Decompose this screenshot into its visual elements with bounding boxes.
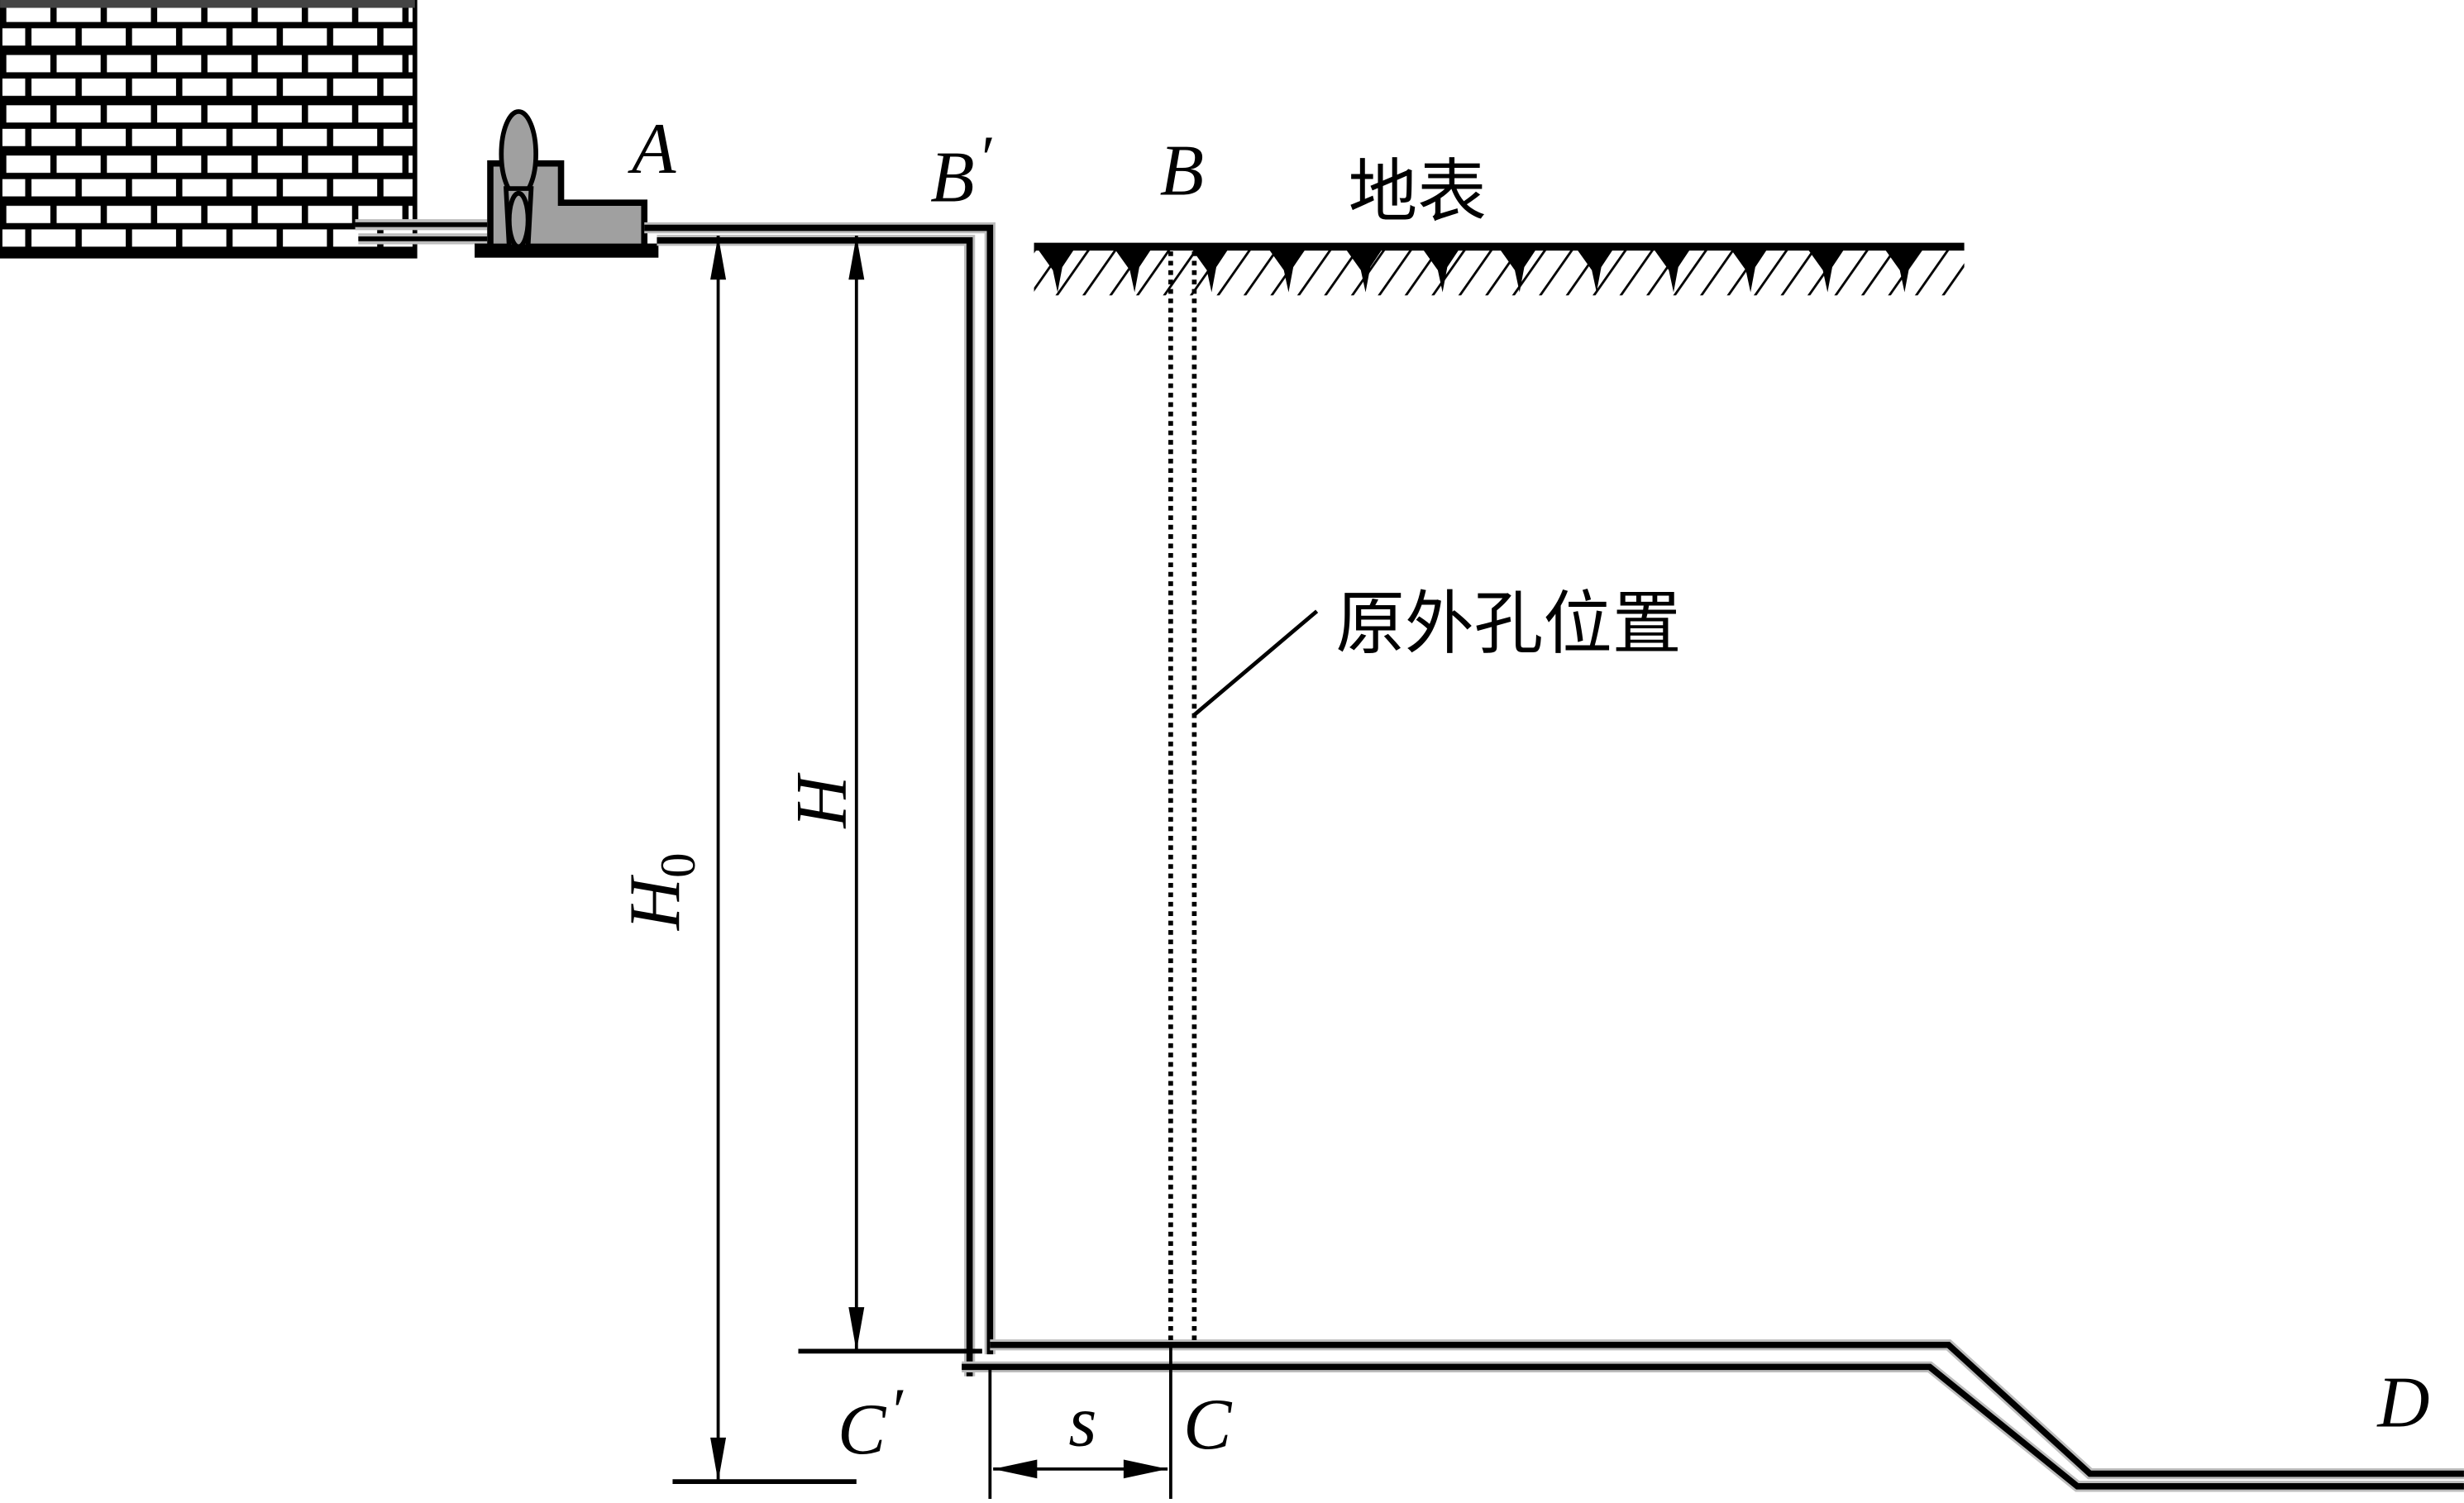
label-A: A [628, 108, 676, 188]
brick-wall [0, 0, 418, 259]
label-B: B [1160, 131, 1204, 211]
grass-tuft-icon [1421, 248, 1460, 293]
dimension-H0 [672, 236, 857, 1484]
label-original-hole-position: 原外孔位置 [1335, 583, 1681, 664]
grass-tuft-icon [1653, 248, 1691, 293]
grass-tufts [1037, 248, 1922, 293]
label-s: s [1068, 1381, 1096, 1461]
grass-tuft-icon [1268, 248, 1306, 293]
grass-tuft-icon [1037, 248, 1075, 293]
dimension-s [988, 1344, 1172, 1499]
original-hole-dotted-line [1168, 251, 1197, 1345]
inlet-pipe [355, 219, 488, 245]
grass-tuft-icon [1191, 248, 1230, 293]
grass-tuft-icon [1576, 248, 1614, 293]
grass-tuft-icon [1114, 248, 1153, 293]
grass-tuft-icon [1730, 248, 1769, 293]
label-D: D [2376, 1362, 2429, 1443]
label-C: C [1183, 1384, 1233, 1464]
label-H0: H0 [614, 853, 706, 932]
pump-icon [474, 109, 659, 258]
drill-pipe [644, 222, 996, 1377]
label-ground-surface: 地表 [1349, 150, 1487, 231]
grass-tuft-icon [1344, 248, 1383, 293]
label-H: H [781, 772, 861, 829]
label-C-prime: C′ [838, 1376, 904, 1469]
label-B-prime: B′ [930, 124, 992, 217]
grass-tuft-icon [1884, 248, 1922, 293]
leader-line [1192, 609, 1319, 717]
grass-tuft-icon [1499, 248, 1537, 293]
grass-tuft-icon [1807, 248, 1846, 293]
dimension-H [798, 236, 982, 1354]
ground-surface [1034, 242, 1965, 296]
horizontal-borehole-pipe [962, 1339, 2464, 1492]
